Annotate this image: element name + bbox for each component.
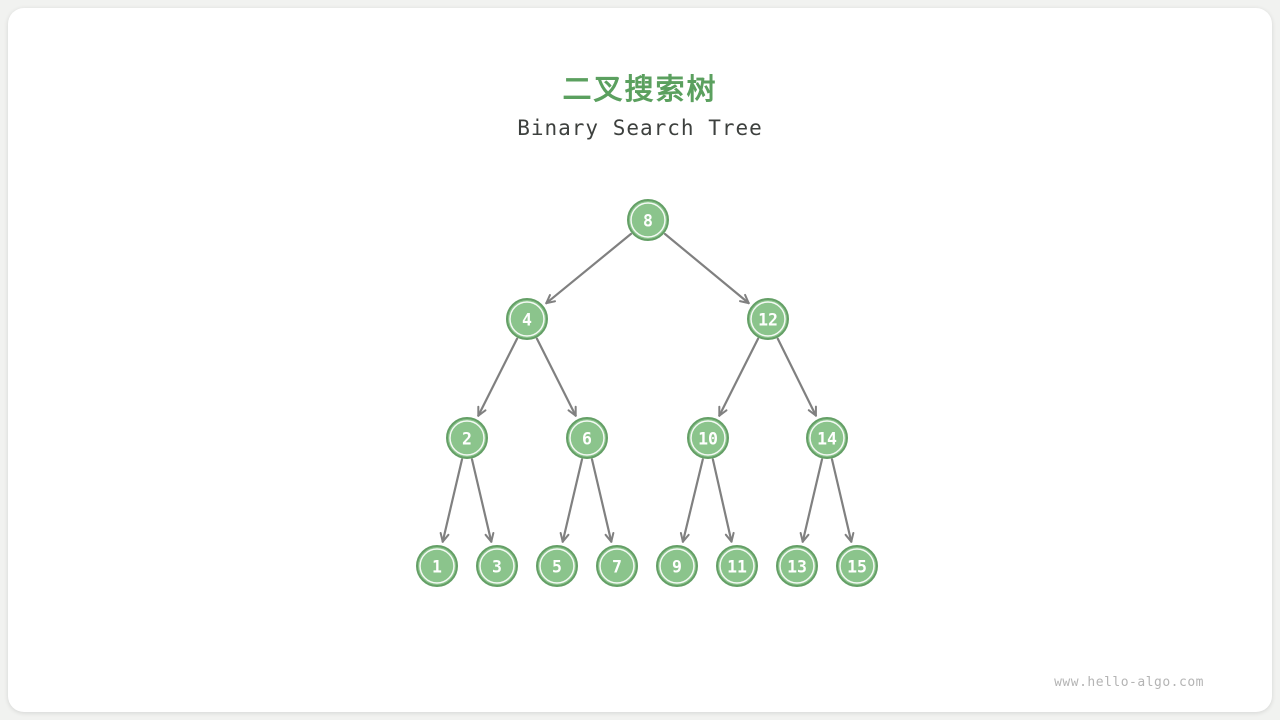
tree-edge: [799, 458, 824, 543]
tree-node-inner-ring: [659, 548, 695, 584]
tree-node: 5: [536, 545, 578, 587]
tree-node-inner-ring: [479, 548, 515, 584]
tree-node-circle: [446, 417, 488, 459]
tree-node-circle: [716, 545, 758, 587]
tree-node: 10: [687, 417, 729, 459]
tree-node-value: 11: [727, 558, 747, 577]
tree-node-circle: [506, 298, 548, 340]
tree-node-value: 7: [612, 558, 622, 577]
tree-node-inner-ring: [719, 548, 755, 584]
tree-node: 6: [566, 417, 608, 459]
tree-node-circle: [476, 545, 518, 587]
tree-edge: [545, 232, 633, 305]
tree-node: 3: [476, 545, 518, 587]
tree-edge: [830, 458, 855, 543]
watermark: www.hello-algo.com: [1054, 675, 1204, 690]
tree-node: 14: [806, 417, 848, 459]
tree-edge: [679, 458, 704, 543]
page-subtitle: Binary Search Tree: [517, 116, 763, 140]
tree-node-circle: [747, 298, 789, 340]
tree-node-inner-ring: [779, 548, 815, 584]
page-title: 二叉搜索树: [562, 72, 718, 106]
tree-node-circle: [566, 417, 608, 459]
tree-node-value: 8: [643, 212, 653, 231]
tree-node-inner-ring: [569, 420, 605, 456]
tree-node-circle: [536, 545, 578, 587]
tree-node-inner-ring: [509, 301, 545, 337]
tree-node-value: 14: [817, 430, 837, 449]
tree-node: 2: [446, 417, 488, 459]
tree-node-value: 6: [582, 430, 592, 449]
tree-node-inner-ring: [449, 420, 485, 456]
tree-edge: [559, 458, 584, 543]
tree-node-circle: [687, 417, 729, 459]
tree-edge: [711, 458, 735, 543]
tree-node: 12: [747, 298, 789, 340]
tree-node-circle: [776, 545, 818, 587]
tree-node-circle: [627, 199, 669, 241]
tree-node: 13: [776, 545, 818, 587]
tree-node: 1: [416, 545, 458, 587]
tree-node-value: 12: [758, 311, 778, 330]
tree-node-value: 1: [432, 558, 442, 577]
tree-node-value: 9: [672, 558, 682, 577]
tree-node-circle: [656, 545, 698, 587]
tree-node-inner-ring: [630, 202, 666, 238]
tree-node: 4: [506, 298, 548, 340]
tree-node-value: 3: [492, 558, 502, 577]
tree-node-value: 5: [552, 558, 562, 577]
tree-node-value: 4: [522, 311, 532, 330]
tree-node-inner-ring: [809, 420, 845, 456]
tree-edge: [776, 337, 818, 417]
tree-node-value: 15: [847, 558, 867, 577]
tree-node-inner-ring: [539, 548, 575, 584]
tree-node-inner-ring: [750, 301, 786, 337]
tree-node-inner-ring: [839, 548, 875, 584]
tree-edge: [590, 458, 615, 543]
tree-node: 11: [716, 545, 758, 587]
tree-node: 8: [627, 199, 669, 241]
tree-node-value: 2: [462, 430, 472, 449]
tree-node-circle: [806, 417, 848, 459]
tree-node-circle: [596, 545, 638, 587]
tree-node-inner-ring: [599, 548, 635, 584]
tree-edge: [535, 337, 577, 417]
tree-edge: [718, 337, 760, 417]
tree-node-value: 10: [698, 430, 718, 449]
tree-edge: [477, 337, 519, 417]
tree-node-inner-ring: [690, 420, 726, 456]
tree-node: 7: [596, 545, 638, 587]
tree-node-circle: [416, 545, 458, 587]
tree-edge: [439, 458, 464, 543]
tree-edge: [663, 232, 750, 305]
tree-node-value: 13: [787, 558, 807, 577]
tree-node: 9: [656, 545, 698, 587]
tree-node: 15: [836, 545, 878, 587]
tree-edge: [470, 458, 495, 543]
tree-node-circle: [836, 545, 878, 587]
tree-node-inner-ring: [419, 548, 455, 584]
